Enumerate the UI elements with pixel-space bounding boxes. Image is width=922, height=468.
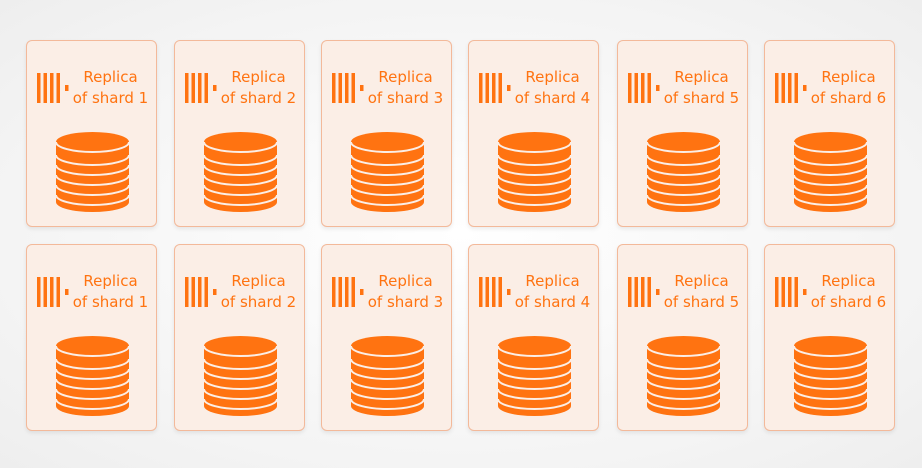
replica-label: Replica of shard 4	[509, 271, 596, 313]
replica-card: Replica of shard 4	[468, 40, 599, 227]
replica-label: Replica of shard 3	[362, 67, 449, 109]
replica-card: Replica of shard 5	[617, 244, 748, 431]
clickhouse-logo-icon	[332, 73, 364, 103]
replica-card: Replica of shard 3	[321, 40, 452, 227]
replica-label-line1: Replica	[525, 68, 580, 86]
replica-card: Replica of shard 6	[764, 40, 895, 227]
replica-label-line2: of shard 6	[810, 293, 887, 311]
replica-card: Replica of shard 1	[26, 244, 157, 431]
replica-label: Replica of shard 6	[805, 271, 892, 313]
database-stack-icon	[55, 336, 130, 416]
database-stack-icon	[646, 132, 721, 212]
replica-card: Replica of shard 4	[468, 244, 599, 431]
database-stack-icon	[497, 336, 572, 416]
replica-label-line2: of shard 2	[220, 89, 297, 107]
database-stack-icon	[793, 336, 868, 416]
replica-card: Replica of shard 3	[321, 244, 452, 431]
clickhouse-logo-icon	[479, 73, 511, 103]
replica-label: Replica of shard 2	[215, 271, 302, 313]
replica-label-line2: of shard 6	[810, 89, 887, 107]
database-stack-icon	[203, 132, 278, 212]
replica-label-line1: Replica	[674, 68, 729, 86]
replica-label: Replica of shard 5	[658, 67, 745, 109]
replica-label: Replica of shard 6	[805, 67, 892, 109]
clickhouse-logo-icon	[479, 277, 511, 307]
replica-label-line1: Replica	[821, 272, 876, 290]
replica-card: Replica of shard 6	[764, 244, 895, 431]
database-stack-icon	[203, 336, 278, 416]
clickhouse-logo-icon	[37, 73, 69, 103]
database-stack-icon	[793, 132, 868, 212]
replica-label-line1: Replica	[231, 68, 286, 86]
replica-label-line1: Replica	[83, 68, 138, 86]
clickhouse-logo-icon	[628, 277, 660, 307]
replica-label-line2: of shard 2	[220, 293, 297, 311]
database-stack-icon	[350, 336, 425, 416]
clickhouse-logo-icon	[775, 277, 807, 307]
clickhouse-logo-icon	[185, 277, 217, 307]
replica-label-line2: of shard 5	[663, 89, 740, 107]
database-stack-icon	[55, 132, 130, 212]
replica-label-line2: of shard 3	[367, 293, 444, 311]
replica-label: Replica of shard 2	[215, 67, 302, 109]
replica-label: Replica of shard 3	[362, 271, 449, 313]
replica-label-line1: Replica	[83, 272, 138, 290]
replica-label-line2: of shard 1	[72, 89, 149, 107]
replica-card: Replica of shard 2	[174, 244, 305, 431]
replica-card: Replica of shard 1	[26, 40, 157, 227]
replica-label-line1: Replica	[231, 272, 286, 290]
replica-label-line1: Replica	[821, 68, 876, 86]
replica-label: Replica of shard 4	[509, 67, 596, 109]
replica-label-line2: of shard 5	[663, 293, 740, 311]
database-stack-icon	[350, 132, 425, 212]
database-stack-icon	[646, 336, 721, 416]
replica-label-line1: Replica	[674, 272, 729, 290]
clickhouse-logo-icon	[332, 277, 364, 307]
replica-label: Replica of shard 1	[67, 271, 154, 313]
clickhouse-logo-icon	[37, 277, 69, 307]
replica-card: Replica of shard 5	[617, 40, 748, 227]
replica-label-line1: Replica	[525, 272, 580, 290]
replica-label-line2: of shard 4	[514, 293, 591, 311]
replica-label-line2: of shard 1	[72, 293, 149, 311]
replica-card: Replica of shard 2	[174, 40, 305, 227]
replica-label-line1: Replica	[378, 68, 433, 86]
replica-label-line2: of shard 4	[514, 89, 591, 107]
database-stack-icon	[497, 132, 572, 212]
replica-label-line2: of shard 3	[367, 89, 444, 107]
replica-label-line1: Replica	[378, 272, 433, 290]
clickhouse-logo-icon	[775, 73, 807, 103]
replica-label: Replica of shard 5	[658, 271, 745, 313]
clickhouse-logo-icon	[628, 73, 660, 103]
clickhouse-logo-icon	[185, 73, 217, 103]
replica-label: Replica of shard 1	[67, 67, 154, 109]
